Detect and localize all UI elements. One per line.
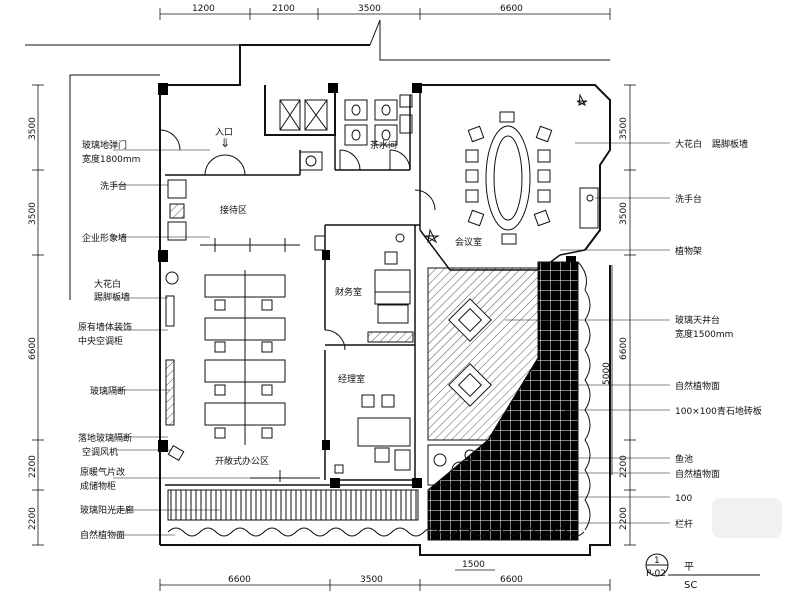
drawing-number-badge	[645, 553, 760, 577]
dimension-line-left	[32, 84, 44, 546]
toilet-block	[339, 94, 413, 171]
room-label-reception: 接待区	[220, 204, 247, 216]
right-label-plant-rack: 植物架	[675, 245, 702, 257]
dim-left-5: 2200	[28, 507, 38, 530]
left-label-storage: 成储物柜	[80, 480, 116, 492]
dim-top-3: 3500	[358, 4, 381, 14]
left-label-wall-decor: 原有墙体装饰	[78, 321, 132, 333]
right-label-fish-pond: 鱼池	[675, 453, 693, 465]
reception-furniture	[167, 179, 300, 252]
left-label-floor-glass-partition: 落地玻璃隔断	[78, 432, 132, 444]
dim-right-3: 6600	[619, 337, 629, 360]
elevator-core	[279, 99, 328, 131]
left-label-ac-fan: 空调风机	[82, 446, 118, 458]
room-label-entrance: 入口	[215, 127, 233, 138]
finance-room-furniture	[314, 233, 414, 343]
right-label-marble: 大花白	[675, 138, 702, 150]
plant-border-bottom	[167, 527, 585, 537]
dim-bottom-3: 6600	[500, 575, 523, 585]
dimension-line-top	[159, 8, 611, 20]
drawing-code: P-02	[646, 569, 666, 579]
plant-icon	[424, 93, 588, 244]
right-label-glass-atrium: 玻璃天井台	[675, 314, 720, 326]
left-label-ac-cabinet: 中央空调柜	[78, 335, 123, 347]
dim-left-2: 3500	[28, 202, 38, 225]
right-label-skirting: 踢脚板墙	[712, 138, 748, 150]
left-label-radiator: 原暖气片改	[80, 466, 125, 478]
left-label-natural-plants: 自然植物面	[80, 529, 125, 541]
dim-bottom-inner: 1500	[462, 560, 485, 570]
dim-right-1: 3500	[619, 117, 629, 140]
right-label-natural-plants-2: 自然植物面	[675, 468, 720, 480]
dim-top-4: 6600	[500, 4, 523, 14]
dim-top-2: 2100	[272, 4, 295, 14]
fish-pond	[427, 444, 484, 486]
room-label-manager: 经理室	[338, 373, 365, 385]
dim-left-3: 6600	[28, 337, 38, 360]
entrance-arrow-icon: ⇓	[220, 136, 230, 150]
dim-right-4: 2200	[619, 455, 629, 478]
left-label-sunlight-corridor: 玻璃阳光走廊	[80, 504, 134, 516]
drawing-number: 1	[654, 556, 660, 566]
left-label-washbasin: 洗手台	[100, 180, 127, 192]
left-leader-lines	[113, 149, 300, 536]
drawing-title: 平	[684, 562, 694, 573]
open-office-desks	[165, 270, 320, 482]
right-label-width-1500: 宽度1500mm	[675, 328, 733, 340]
dim-bottom-1: 6600	[228, 575, 251, 585]
right-label-railing: 栏杆	[675, 518, 693, 530]
drawing-scale: SC	[684, 580, 697, 591]
dimension-line-right	[611, 84, 636, 546]
watermark-logo	[712, 498, 782, 538]
dim-top-1: 1200	[192, 4, 215, 14]
manager-room-furniture	[334, 394, 411, 474]
interior-walls	[165, 85, 586, 486]
room-label-finance: 财务室	[335, 286, 362, 298]
left-label-marble: 大花白	[94, 278, 121, 290]
sunlight-corridor	[167, 489, 419, 521]
entrance-doors	[159, 129, 436, 351]
room-label-tea: 茶水间	[370, 139, 397, 151]
meeting-room-furniture	[465, 111, 599, 245]
dimension-line-bottom	[159, 569, 611, 591]
dim-left-4: 2200	[28, 455, 38, 478]
right-label-100: 100	[675, 494, 692, 504]
right-label-stone-tile: 100×100青石地砖板	[675, 405, 762, 417]
right-label-natural-plants-1: 自然植物面	[675, 380, 720, 392]
room-label-open-office: 开敞式办公区	[215, 455, 269, 467]
right-label-washbasin: 洗手台	[675, 193, 702, 205]
structural-columns	[158, 83, 576, 488]
left-label-width-1800: 宽度1800mm	[82, 153, 140, 165]
dim-bottom-2: 3500	[360, 575, 383, 585]
room-label-meeting: 会议室	[455, 236, 482, 248]
left-label-skirting: 踢脚板墙	[94, 291, 130, 303]
dim-right-inner: 5000	[602, 362, 612, 385]
outer-walls	[25, 19, 611, 556]
left-label-glass-partition: 玻璃隔断	[90, 385, 126, 397]
right-leader-lines	[480, 142, 670, 524]
dim-right-5: 2200	[619, 507, 629, 530]
tile-floor-grid	[427, 261, 579, 541]
planter-strip	[577, 261, 591, 531]
dim-right-2: 3500	[619, 202, 629, 225]
dim-left-1: 3500	[28, 117, 38, 140]
atrium-table-sets	[448, 298, 492, 407]
left-label-brand-wall: 企业形象墙	[82, 232, 127, 244]
left-label-glass-door: 玻璃地弹门	[82, 139, 127, 151]
